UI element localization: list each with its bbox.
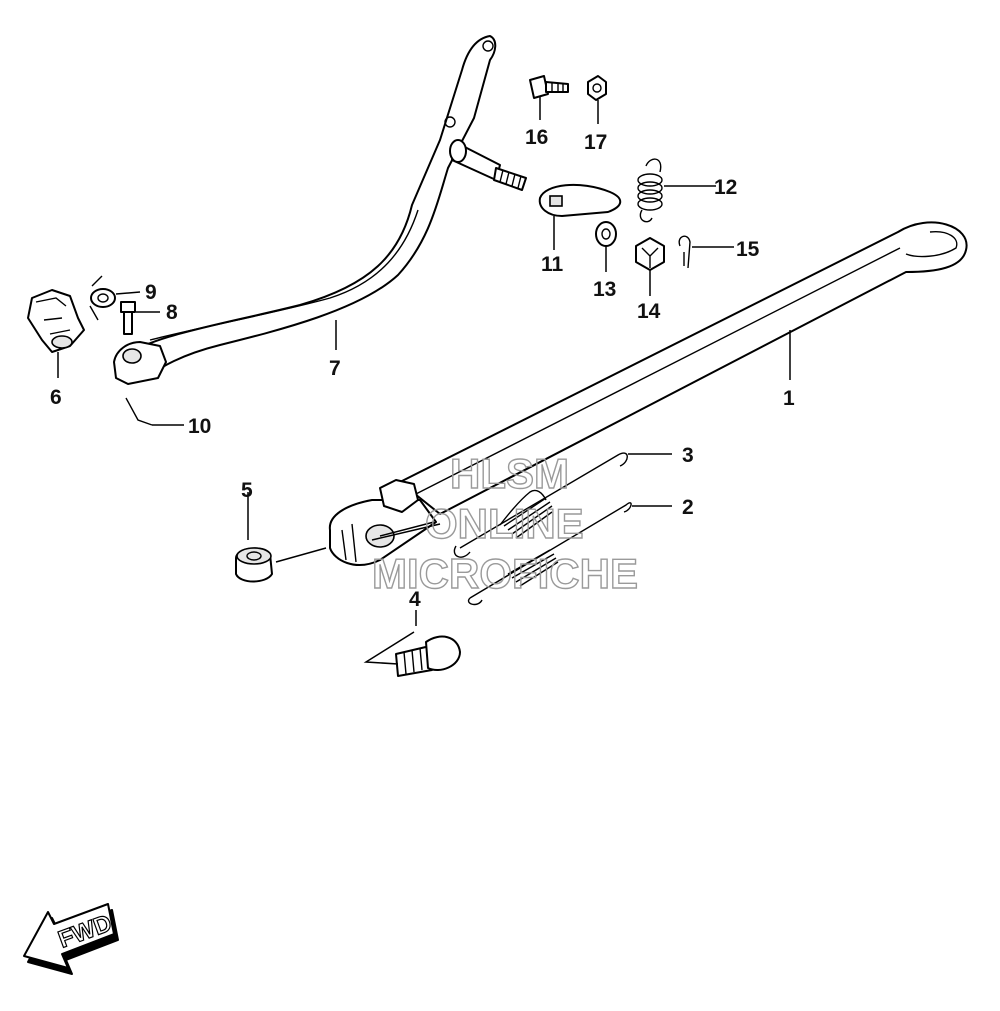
fwd-arrow: FWD (23, 903, 119, 975)
part-6-clamp (27, 289, 85, 353)
part-13-washer (595, 221, 617, 247)
callout-1: 1 (783, 387, 795, 410)
watermark-line3: MICROFICHE (372, 550, 638, 597)
part-10-pin (125, 397, 153, 426)
callout-8: 8 (166, 301, 178, 324)
callout-14: 14 (637, 300, 661, 323)
part-16-bolt (529, 75, 569, 99)
callout-15: 15 (736, 238, 760, 261)
part-5-collar (235, 547, 273, 583)
part-12-spring (637, 158, 663, 223)
leader-lines (57, 96, 791, 665)
part-11-plate (538, 183, 622, 217)
callout-17: 17 (584, 131, 607, 154)
part-8-bolt (120, 301, 136, 335)
part-3-spring (453, 452, 628, 558)
callout-9: 9 (145, 281, 157, 304)
callout-4: 4 (409, 588, 421, 611)
watermark-line1: HLSM (450, 450, 569, 497)
callout-13: 13 (593, 278, 616, 301)
callout-16: 16 (525, 126, 548, 149)
callout-6: 6 (50, 386, 62, 409)
part-4-pivot-bolt (395, 635, 461, 677)
part-1-side-stand (328, 221, 968, 566)
part-14-nut (635, 237, 665, 271)
part-17-nut (587, 75, 607, 101)
callout-5: 5 (241, 479, 253, 502)
callout-10: 10 (188, 415, 211, 438)
part-9-washer (89, 275, 116, 321)
part-2-spring (467, 502, 632, 606)
callout-labels: 1 2 3 4 5 6 7 8 9 10 11 12 13 14 15 16 1… (50, 126, 795, 611)
callout-2: 2 (682, 496, 694, 519)
callout-7: 7 (329, 357, 341, 380)
watermark: HLSM ONLINE MICROFICHE (371, 449, 638, 597)
watermark-line2: ONLINE (425, 500, 584, 547)
callout-3: 3 (682, 444, 694, 467)
part-7-lever-arm (113, 35, 527, 385)
callout-12: 12 (714, 176, 737, 199)
part-15-pin (678, 235, 691, 269)
callout-11: 11 (541, 253, 564, 276)
